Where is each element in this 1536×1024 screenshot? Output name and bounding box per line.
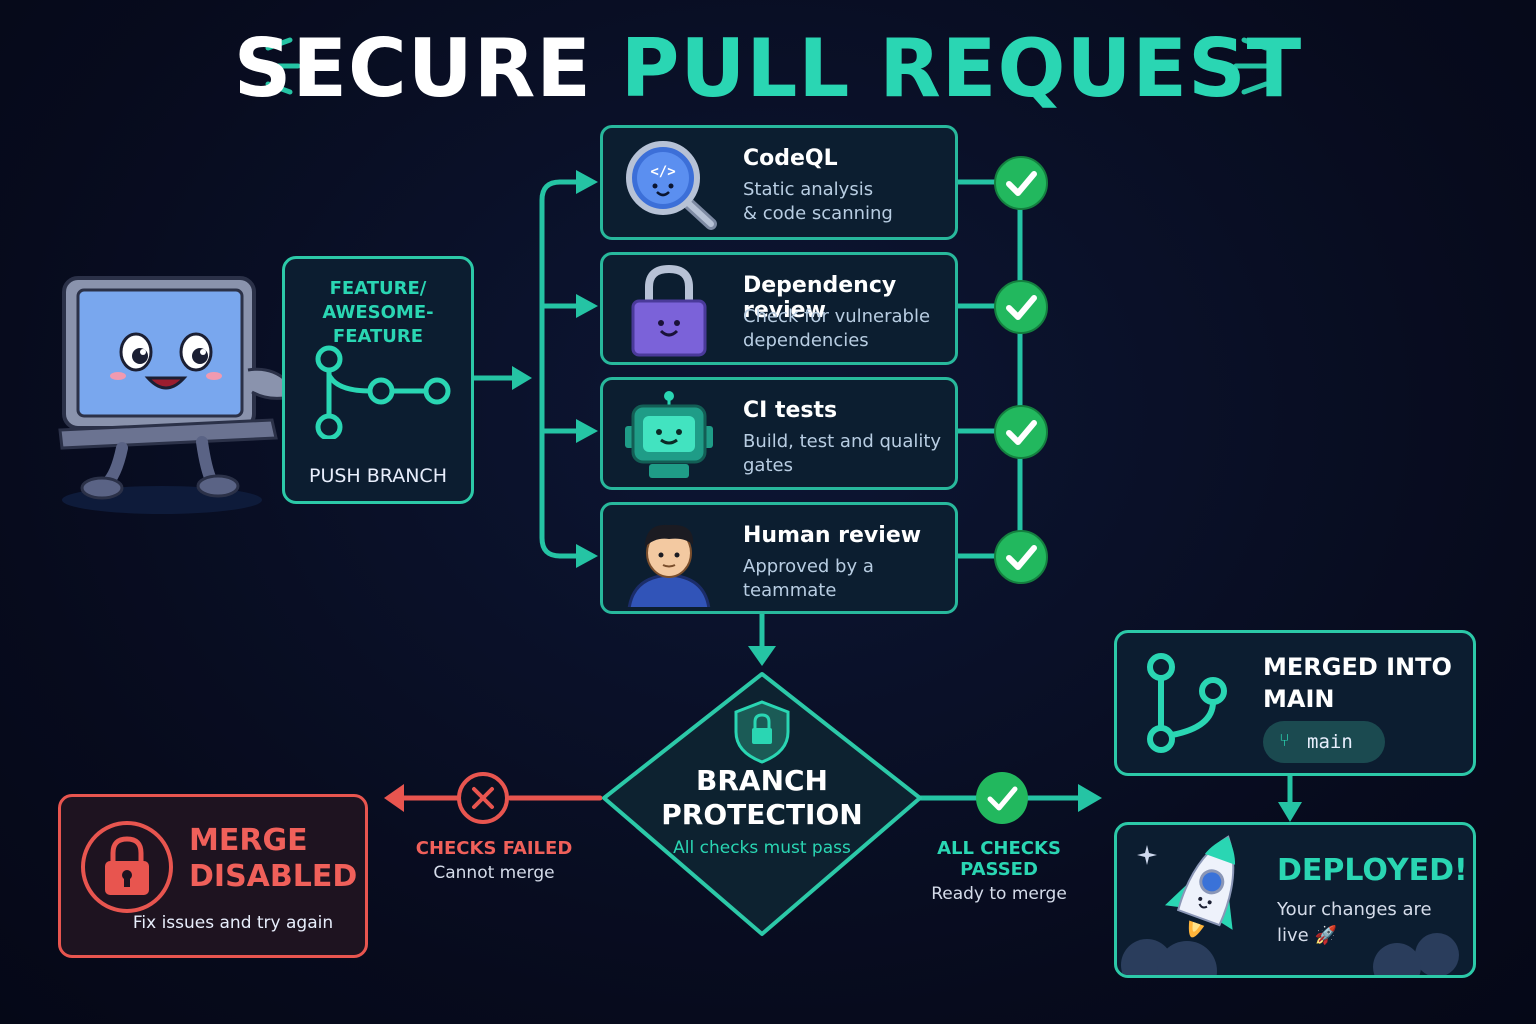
- all-checks-passed-title: ALL CHECKS PASSED: [937, 838, 1061, 880]
- checks-failed-sub: Cannot merge: [433, 863, 555, 883]
- deployed-title: DEPLOYED!: [1277, 853, 1468, 888]
- title-part-1: SECURE: [233, 22, 592, 115]
- checks-failed-title: CHECKS FAILED: [415, 838, 573, 859]
- git-merge-icon: [1147, 653, 1227, 753]
- check-passed-icon: [994, 405, 1048, 459]
- person-avatar-icon: [627, 524, 711, 607]
- check-description-line-1: Check for vulnerable: [743, 306, 931, 327]
- check-card-codeql: </> CodeQL Static analysis & code scanni…: [600, 125, 958, 240]
- check-card-ci-tests: CI tests Build, test and quality gates: [600, 377, 958, 490]
- branch-name-line-2: AWESOME-FEATURE: [322, 302, 434, 347]
- check-description-line-1: Build, test and quality: [743, 431, 942, 452]
- check-passed-icon: [994, 156, 1048, 210]
- deployed-sub-line-2: live 🚀: [1277, 925, 1337, 946]
- rocket-icon: [1121, 835, 1459, 975]
- laptop-mascot-icon: [52, 270, 302, 520]
- check-card-human-review: Human review Approved by a teammate: [600, 502, 958, 614]
- check-card-dependency-review: Dependency review Check for vulnerable d…: [600, 252, 958, 365]
- push-branch-label: PUSH BRANCH: [309, 465, 447, 487]
- deployed-sub-line-1: Your changes are: [1277, 899, 1432, 920]
- merge-disabled-sub: Fix issues and try again: [132, 913, 334, 933]
- merge-disabled-title: MERGE DISABLED: [189, 823, 357, 895]
- robot-icon: [625, 391, 713, 478]
- lock-icon: [81, 821, 173, 913]
- check-description: Build, test and quality gates: [743, 430, 943, 478]
- title-part-2: PULL REQUEST: [620, 22, 1303, 115]
- merged-into-main-box: MERGED INTO MAIN ⑂ main: [1114, 630, 1476, 776]
- check-title: Dependency review: [743, 273, 897, 323]
- magnifier-code-icon: </>: [626, 141, 717, 230]
- shield-lock-icon: [734, 700, 790, 764]
- check-description-line-1: Static analysis: [743, 179, 874, 200]
- check-description-line-1: Approved by a: [743, 556, 874, 577]
- svg-text:</>: </>: [650, 164, 675, 180]
- git-branch-icon: [315, 345, 451, 439]
- protection-subtitle: All checks must pass: [673, 838, 851, 858]
- checks-failed-label: CHECKS FAILED Cannot merge: [408, 838, 580, 883]
- page-title: SECURE PULL REQUEST: [0, 22, 1536, 115]
- all-checks-passed-sub: Ready to merge: [931, 884, 1067, 904]
- padlock-icon: [631, 265, 707, 357]
- branch-name: FEATURE/ AWESOME-FEATURE: [285, 277, 471, 349]
- check-description: Check for vulnerable dependencies: [743, 305, 943, 353]
- merge-disabled-box: MERGE DISABLED Fix issues and try again: [58, 794, 368, 958]
- check-description-line-2: gates: [743, 455, 793, 476]
- branch-protection-diamond: [602, 672, 922, 936]
- main-branch-chip: ⑂ main: [1263, 721, 1385, 763]
- protection-line-2: PROTECTION: [661, 798, 863, 831]
- check-description: Static analysis & code scanning: [743, 178, 943, 226]
- deployed-box: DEPLOYED! Your changes are live 🚀: [1114, 822, 1476, 978]
- protection-line-1: BRANCH: [696, 764, 828, 797]
- check-title: CI tests: [743, 398, 838, 423]
- check-description-line-2: teammate: [743, 580, 837, 601]
- branch-protection-label: BRANCH PROTECTION All checks must pass: [600, 764, 924, 858]
- main-branch-name: main: [1307, 731, 1353, 753]
- merge-disabled-line-1: MERGE: [189, 823, 308, 858]
- check-title: Human review: [743, 523, 922, 548]
- merge-disabled-line-2: DISABLED: [189, 859, 358, 894]
- merged-line-2: MAIN: [1263, 685, 1335, 713]
- deployed-sub: Your changes are live 🚀: [1277, 897, 1432, 949]
- branch-name-line-1: FEATURE/: [329, 278, 427, 299]
- feature-branch-box: FEATURE/ AWESOME-FEATURE PUSH BRANCH: [282, 256, 474, 504]
- check-description-line-2: dependencies: [743, 330, 869, 351]
- merged-title: MERGED INTO MAIN: [1263, 651, 1452, 715]
- merged-line-1: MERGED INTO: [1263, 653, 1452, 681]
- check-description-line-2: & code scanning: [743, 203, 893, 224]
- branch-icon: ⑂: [1279, 730, 1290, 751]
- check-passed-icon: [994, 280, 1048, 334]
- check-title: CodeQL: [743, 146, 838, 171]
- check-passed-icon: [994, 530, 1048, 584]
- all-checks-passed-label: ALL CHECKS PASSED Ready to merge: [898, 838, 1100, 904]
- check-description: Approved by a teammate: [743, 555, 943, 603]
